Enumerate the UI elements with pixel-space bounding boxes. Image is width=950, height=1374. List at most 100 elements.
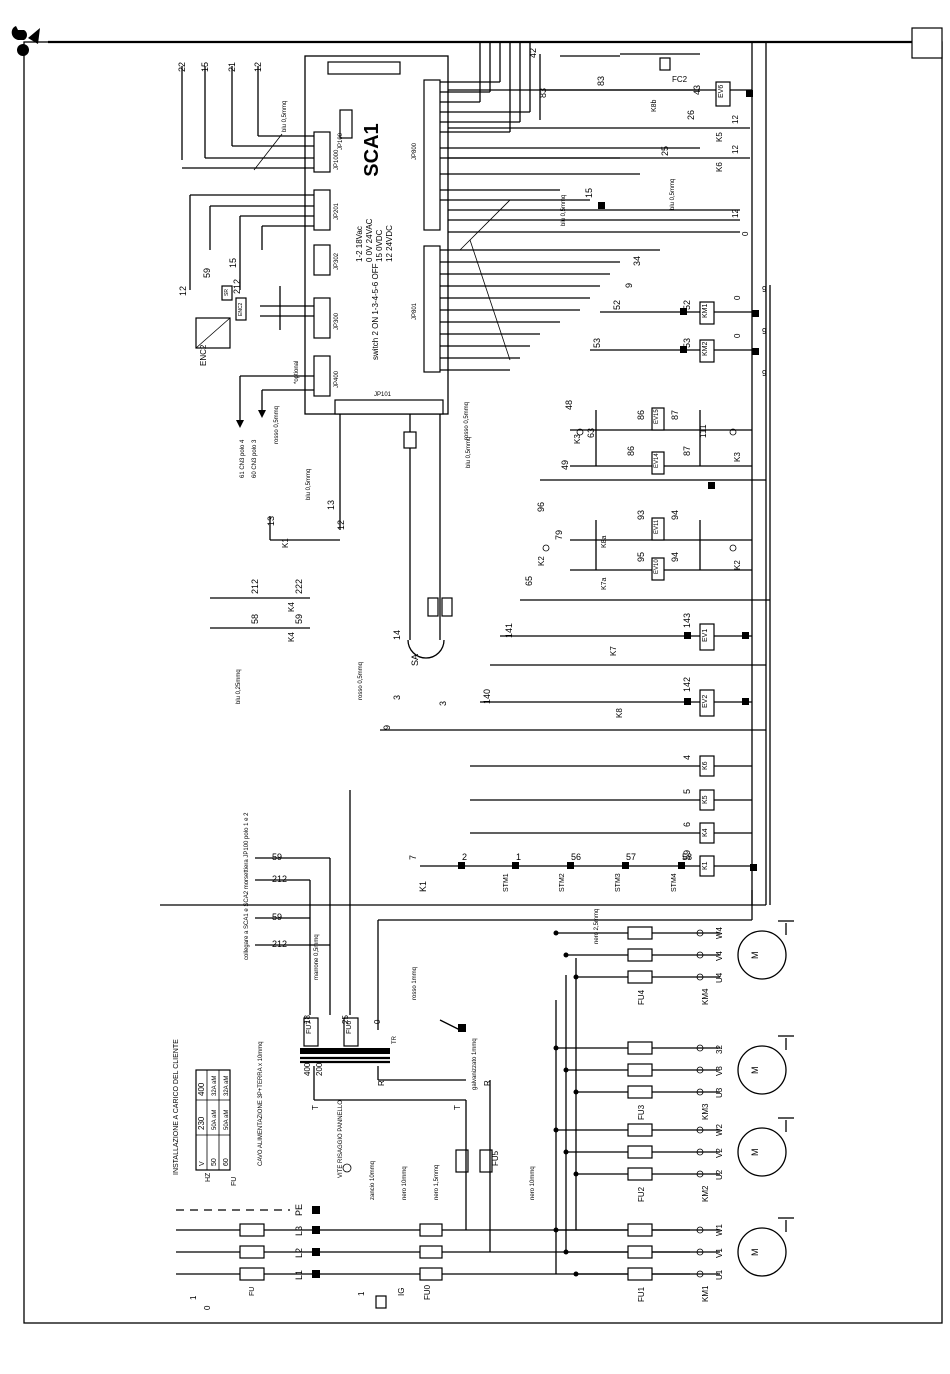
svg-text:79: 79 bbox=[554, 530, 564, 540]
svg-text:26: 26 bbox=[686, 110, 696, 120]
svg-text:12: 12 bbox=[731, 145, 740, 154]
svg-text:blu 0,5mmq: blu 0,5mmq bbox=[466, 437, 472, 468]
svg-text:ENC2: ENC2 bbox=[238, 302, 244, 316]
svg-text:15 0VDC: 15 0VDC bbox=[375, 229, 384, 262]
svg-text:143: 143 bbox=[682, 613, 692, 628]
svg-text:collegare a SCA1 e SCA2 morset: collegare a SCA1 e SCA2 morsettiera JP10… bbox=[244, 812, 250, 960]
motor-w-label: 32 bbox=[715, 1045, 724, 1054]
svg-text:25: 25 bbox=[660, 146, 670, 156]
km-coils: KM1 KM2 52 53 52 53 0 0 9 9 9 34 9 bbox=[590, 256, 767, 378]
svg-text:3: 3 bbox=[392, 695, 402, 700]
svg-text:CAVO ALIMENTAZIONE 3P+TERRA x: CAVO ALIMENTAZIONE 3P+TERRA x 10mmq bbox=[258, 1041, 264, 1166]
motor-circle bbox=[737, 1127, 787, 1177]
svg-text:25: 25 bbox=[341, 1015, 350, 1024]
svg-text:EV2: EV2 bbox=[702, 695, 709, 708]
svg-text:3: 3 bbox=[438, 701, 448, 706]
svg-text:1: 1 bbox=[189, 1295, 198, 1300]
motor-letter: M bbox=[750, 1067, 760, 1075]
svg-text:141: 141 bbox=[504, 623, 514, 638]
svg-text:FU0: FU0 bbox=[423, 1284, 432, 1300]
bottom-terminal-block bbox=[334, 399, 444, 415]
svg-text:9: 9 bbox=[762, 369, 767, 378]
svg-text:K1: K1 bbox=[281, 538, 290, 548]
left-terminal-blocks: JP100 JP1000 JP201 JP302 JP300 JP400 bbox=[313, 109, 353, 397]
svg-text:0 0V 24VAC: 0 0V 24VAC bbox=[365, 218, 374, 262]
contactor-terminal bbox=[696, 1270, 704, 1278]
svg-text:K2: K2 bbox=[537, 556, 546, 566]
svg-text:1: 1 bbox=[357, 1291, 366, 1296]
svg-text:blu 0,5mmq: blu 0,5mmq bbox=[670, 179, 676, 210]
svg-text:STM3: STM3 bbox=[615, 873, 622, 892]
svg-text:52: 52 bbox=[682, 300, 692, 310]
svg-text:STM4: STM4 bbox=[671, 873, 678, 892]
contactor-terminal bbox=[696, 951, 704, 959]
motor-circle bbox=[737, 930, 787, 980]
svg-text:V: V bbox=[199, 1161, 206, 1166]
svg-text:K7a: K7a bbox=[601, 577, 608, 590]
svg-text:FU: FU bbox=[231, 1177, 238, 1186]
contactor-terminal bbox=[696, 1126, 704, 1134]
motor-fuse bbox=[627, 926, 653, 940]
svg-text:12: 12 bbox=[253, 62, 263, 72]
svg-text:EV10: EV10 bbox=[654, 559, 660, 574]
svg-text:12: 12 bbox=[731, 115, 740, 124]
k4-contacts: 212 222 58 59 K4 K4 blu 0,25mmq bbox=[210, 579, 310, 704]
svg-text:61 CN3 polo 4: 61 CN3 polo 4 bbox=[240, 439, 246, 478]
svg-text:59: 59 bbox=[272, 852, 282, 862]
contactor-terminal bbox=[696, 1226, 704, 1234]
svg-text:IG: IG bbox=[397, 1288, 406, 1296]
svg-text:48: 48 bbox=[564, 400, 574, 410]
svg-text:12: 12 bbox=[178, 286, 188, 296]
svg-text:STM1: STM1 bbox=[503, 873, 510, 892]
svg-text:59: 59 bbox=[202, 268, 212, 278]
svg-text:TR: TR bbox=[392, 1035, 398, 1044]
svg-text:0: 0 bbox=[203, 1305, 212, 1310]
svg-text:21: 21 bbox=[227, 62, 237, 72]
svg-text:230: 230 bbox=[197, 1116, 206, 1130]
svg-text:59: 59 bbox=[682, 850, 692, 860]
svg-text:K5: K5 bbox=[715, 132, 724, 142]
motor-letter: M bbox=[750, 1249, 760, 1257]
km1-coil bbox=[699, 301, 715, 325]
motor-fuse-label: FU2 bbox=[637, 1186, 646, 1202]
sheet-border bbox=[23, 41, 943, 1324]
svg-text:94: 94 bbox=[670, 510, 680, 520]
motor-branch-bus bbox=[555, 958, 577, 1274]
svg-text:K6: K6 bbox=[702, 761, 709, 770]
svg-text:400: 400 bbox=[197, 1082, 206, 1096]
svg-text:43: 43 bbox=[692, 85, 702, 95]
motor-fuse bbox=[627, 1223, 653, 1237]
top-terminal-block bbox=[327, 61, 401, 75]
motor-w-label: W1 bbox=[715, 1223, 724, 1236]
svg-text:FU: FU bbox=[249, 1287, 256, 1296]
motor-contactor-label: KM1 bbox=[701, 1285, 710, 1302]
svg-text:59: 59 bbox=[272, 912, 282, 922]
motor-fuse-label: FU1 bbox=[637, 1286, 646, 1302]
svg-text:JP101: JP101 bbox=[374, 392, 392, 398]
motor-w-label: W2 bbox=[715, 1123, 724, 1136]
motor-fuse bbox=[627, 970, 653, 984]
main-power-input: PE L3 L2 L1 FU 1 0 FU0 IG 1 FU5 T R T R … bbox=[176, 909, 690, 1310]
svg-text:HZ: HZ bbox=[205, 1172, 212, 1182]
svg-text:49: 49 bbox=[560, 460, 570, 470]
svg-text:blu 0,5mmq: blu 0,5mmq bbox=[561, 195, 567, 226]
svg-text:switch 2 ON 1-3-4-5-6 OFF: switch 2 ON 1-3-4-5-6 OFF bbox=[371, 263, 380, 360]
svg-text:L2: L2 bbox=[294, 1248, 304, 1258]
bus-lines bbox=[160, 42, 771, 921]
svg-text:STM2: STM2 bbox=[559, 873, 566, 892]
svg-text:K3: K3 bbox=[733, 452, 742, 462]
svg-text:K8b: K8b bbox=[651, 99, 658, 112]
stm-station-row: 2 1 56 57 58 STM1 STM2 STM3 STM4 K1 bbox=[418, 852, 692, 892]
motor-letter: M bbox=[750, 1149, 760, 1157]
svg-text:K8: K8 bbox=[615, 708, 624, 718]
motor-letter: M bbox=[750, 952, 760, 960]
svg-text:12 24VDC: 12 24VDC bbox=[385, 225, 394, 262]
motor-u-label: U1 bbox=[715, 1269, 724, 1280]
motor-v-label: V3 bbox=[715, 1066, 724, 1076]
contactor-terminal bbox=[696, 1088, 704, 1096]
top-left-inputs: 22 15 21 12 blu 0,5mmq 12 59 212 15 SR E… bbox=[177, 62, 314, 478]
svg-text:JP300: JP300 bbox=[334, 312, 340, 330]
junction-dot bbox=[563, 1249, 569, 1255]
svg-text:blu 0,5mmq: blu 0,5mmq bbox=[306, 469, 312, 500]
junction-dot bbox=[553, 1227, 559, 1233]
